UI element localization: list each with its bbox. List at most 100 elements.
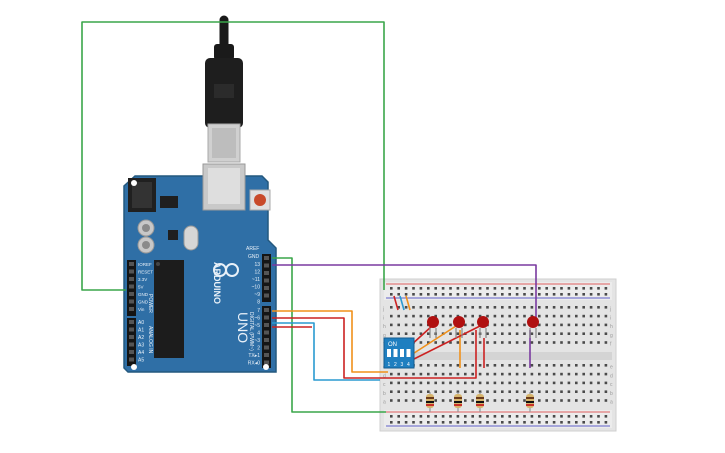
breadboard-hole[interactable]	[501, 287, 504, 290]
breadboard-hole[interactable]	[493, 399, 497, 402]
breadboard-hole[interactable]	[471, 390, 474, 393]
breadboard-hole[interactable]	[575, 364, 578, 367]
breadboard-hole[interactable]	[545, 323, 548, 327]
breadboard-hole[interactable]	[530, 314, 534, 318]
header-pin[interactable]	[264, 263, 269, 268]
breadboard-hole[interactable]	[560, 421, 563, 424]
breadboard-hole[interactable]	[552, 364, 556, 367]
breadboard-hole[interactable]	[589, 415, 593, 418]
breadboard-hole[interactable]	[441, 390, 445, 393]
breadboard-hole[interactable]	[434, 314, 437, 318]
breadboard-hole[interactable]	[486, 421, 489, 424]
breadboard-hole[interactable]	[575, 332, 578, 335]
breadboard-hole[interactable]	[501, 323, 504, 327]
breadboard-hole[interactable]	[397, 415, 400, 418]
breadboard-hole[interactable]	[604, 293, 608, 296]
breadboard-hole[interactable]	[404, 306, 408, 309]
breadboard-hole[interactable]	[508, 341, 511, 344]
dip-lever[interactable]	[400, 349, 404, 357]
breadboard-hole[interactable]	[419, 293, 423, 296]
breadboard-hole[interactable]	[501, 415, 504, 418]
breadboard-hole[interactable]	[589, 372, 593, 376]
resistors[interactable]	[426, 392, 534, 412]
header-pin[interactable]	[264, 323, 269, 327]
breadboard-hole[interactable]	[501, 372, 504, 376]
breadboard-hole[interactable]	[515, 314, 519, 318]
breadboard-hole[interactable]	[390, 381, 393, 385]
breadboard-hole[interactable]	[523, 323, 526, 327]
breadboard-hole[interactable]	[538, 415, 541, 418]
breadboard-hole[interactable]	[404, 399, 408, 402]
breadboard-hole[interactable]	[575, 314, 578, 318]
breadboard-hole[interactable]	[419, 287, 423, 290]
breadboard-hole[interactable]	[530, 332, 534, 335]
breadboard-hole[interactable]	[597, 364, 600, 367]
breadboard-hole[interactable]	[575, 287, 578, 290]
breadboard-hole[interactable]	[478, 421, 482, 424]
breadboard-hole[interactable]	[478, 314, 482, 318]
breadboard-hole[interactable]	[515, 341, 519, 344]
breadboard-hole[interactable]	[597, 381, 600, 385]
breadboard-hole[interactable]	[397, 399, 400, 402]
breadboard-hole[interactable]	[575, 323, 578, 327]
breadboard-hole[interactable]	[390, 415, 393, 418]
breadboard-hole[interactable]	[464, 314, 467, 318]
leds[interactable]	[427, 316, 539, 338]
arduino-uno-board[interactable]: ARDUINO UNO DIGITAL (PWM~) ANALOG IN POW…	[123, 163, 277, 373]
header-pin[interactable]	[264, 271, 269, 275]
breadboard-hole[interactable]	[597, 332, 600, 335]
breadboard-hole[interactable]	[567, 306, 571, 309]
header-pin[interactable]	[129, 320, 134, 324]
breadboard-hole[interactable]	[508, 332, 511, 335]
breadboard-hole[interactable]	[582, 314, 585, 318]
breadboard-hole[interactable]	[501, 306, 504, 309]
breadboard-hole[interactable]	[449, 364, 452, 367]
breadboard-hole[interactable]	[501, 332, 504, 335]
breadboard-hole[interactable]	[552, 332, 556, 335]
breadboard-hole[interactable]	[404, 415, 408, 418]
breadboard-hole[interactable]	[404, 421, 408, 424]
breadboard-hole[interactable]	[582, 323, 585, 327]
breadboard-hole[interactable]	[508, 364, 511, 367]
breadboard-hole[interactable]	[501, 399, 504, 402]
breadboard-hole[interactable]	[604, 415, 608, 418]
breadboard-hole[interactable]	[486, 381, 489, 385]
breadboard-hole[interactable]	[515, 421, 519, 424]
breadboard-hole[interactable]	[575, 390, 578, 393]
breadboard-hole[interactable]	[567, 332, 571, 335]
breadboard-hole[interactable]	[449, 341, 452, 344]
breadboard-hole[interactable]	[523, 381, 526, 385]
breadboard-hole[interactable]	[545, 421, 548, 424]
breadboard-hole[interactable]	[427, 381, 430, 385]
breadboard-hole[interactable]	[538, 314, 541, 318]
breadboard-hole[interactable]	[441, 287, 445, 290]
breadboard-hole[interactable]	[397, 372, 400, 376]
breadboard-hole[interactable]	[597, 415, 600, 418]
breadboard-hole[interactable]	[464, 341, 467, 344]
breadboard-hole[interactable]	[486, 390, 489, 393]
breadboard-hole[interactable]	[538, 332, 541, 335]
breadboard-hole[interactable]	[397, 332, 400, 335]
breadboard-hole[interactable]	[419, 390, 423, 393]
breadboard-hole[interactable]	[412, 323, 415, 327]
breadboard-hole[interactable]	[597, 372, 600, 376]
breadboard-hole[interactable]	[604, 421, 608, 424]
breadboard-hole[interactable]	[538, 372, 541, 376]
breadboard-hole[interactable]	[597, 314, 600, 318]
breadboard-hole[interactable]	[419, 341, 423, 344]
breadboard-hole[interactable]	[589, 293, 593, 296]
breadboard-hole[interactable]	[471, 332, 474, 335]
breadboard-hole[interactable]	[397, 293, 400, 296]
breadboard-hole[interactable]	[471, 381, 474, 385]
breadboard-hole[interactable]	[419, 306, 423, 309]
breadboard-hole[interactable]	[449, 399, 452, 402]
breadboard-hole[interactable]	[515, 306, 519, 309]
breadboard-hole[interactable]	[530, 364, 534, 367]
breadboard-hole[interactable]	[434, 399, 437, 402]
breadboard-hole[interactable]	[412, 293, 415, 296]
breadboard-hole[interactable]	[419, 399, 423, 402]
breadboard-hole[interactable]	[567, 415, 571, 418]
breadboard-hole[interactable]	[597, 293, 600, 296]
breadboard-hole[interactable]	[560, 332, 563, 335]
breadboard-hole[interactable]	[567, 293, 571, 296]
